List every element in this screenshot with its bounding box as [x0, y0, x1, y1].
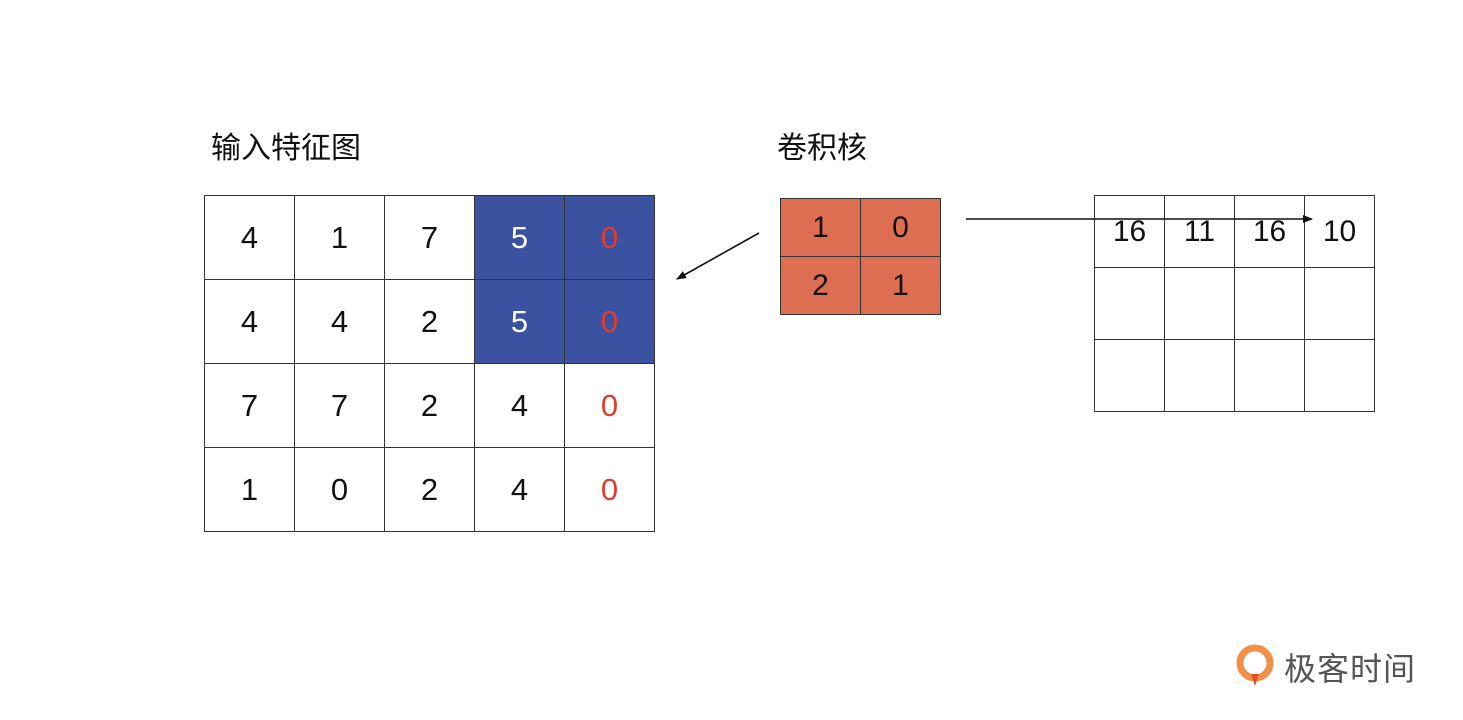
brand-logo-text: 极客时间: [1284, 650, 1417, 688]
input-cell-cell: 0: [564, 195, 655, 280]
output-cell-cell: [1094, 267, 1165, 340]
kernel-cell-cell: 0: [860, 198, 941, 257]
brand-logo: 极客时间: [1234, 644, 1416, 690]
output-cell-cell: [1164, 339, 1235, 412]
kernel-title: 卷积核: [777, 131, 867, 166]
input-cell-cell: 2: [384, 363, 475, 448]
input-cell-cell: 4: [294, 279, 385, 364]
output-cell-row: [1094, 339, 1375, 412]
output-cell-cell: [1304, 339, 1375, 412]
input-cell-cell: 0: [564, 447, 655, 532]
kernel-to-input-arrow: [676, 232, 760, 280]
output-cell-cell: [1304, 267, 1375, 340]
output-cell-cell: [1094, 339, 1165, 412]
input-cell-cell: 2: [384, 279, 475, 364]
output-cell-cell: [1234, 267, 1305, 340]
output-cell-cell: 11: [1164, 195, 1235, 268]
input-cell-cell: 2: [384, 447, 475, 532]
output-cell-cell: 16: [1234, 195, 1305, 268]
output-cell-row: [1094, 267, 1375, 340]
output-cell-cell: [1234, 339, 1305, 412]
input-cell-cell: 1: [204, 447, 295, 532]
input-cell-cell: 4: [204, 279, 295, 364]
input-cell-cell: 4: [204, 195, 295, 280]
input-feature-map-title: 输入特征图: [211, 131, 361, 166]
input-cell-cell: 0: [564, 279, 655, 364]
input-cell-cell: 0: [564, 363, 655, 448]
input-cell-cell: 5: [474, 195, 565, 280]
input-cell-cell: 7: [204, 363, 295, 448]
geektime-logo-icon: [1236, 644, 1274, 686]
kernel-cell-cell: 2: [780, 256, 861, 315]
kernel-cell-cell: 1: [780, 198, 861, 257]
input-cell-cell: 1: [294, 195, 385, 280]
input-cell-cell: 0: [294, 447, 385, 532]
input-cell-cell: 4: [474, 447, 565, 532]
input-cell-cell: 5: [474, 279, 565, 364]
input-cell-cell: 7: [384, 195, 475, 280]
kernel-cell-cell: 1: [860, 256, 941, 315]
output-cell-cell: 10: [1304, 195, 1375, 268]
output-cell-cell: [1164, 267, 1235, 340]
output-cell-cell: 16: [1094, 195, 1165, 268]
input-cell-cell: 4: [474, 363, 565, 448]
input-cell-cell: 7: [294, 363, 385, 448]
